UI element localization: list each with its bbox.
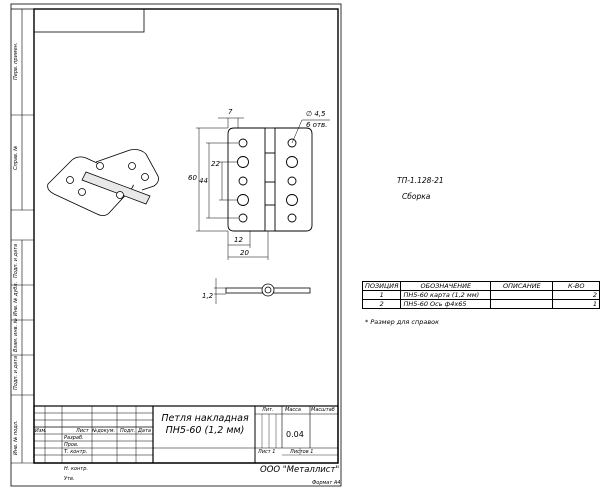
- rev-header-date: Дата: [138, 428, 151, 434]
- parts-table: ПОЗИЦИЯ ОБОЗНАЧЕНИЕ ОПИСАНИЕ К-ВО 1 ПН5-…: [361, 281, 600, 309]
- dim-12: 12: [234, 236, 243, 244]
- col-scale: Масштаб: [311, 407, 335, 413]
- row2-designation: ПН5-60 Ось ф4х65: [400, 299, 492, 309]
- role-developer: Разраб.: [64, 435, 84, 441]
- rev-header-sign: Подп.: [120, 428, 136, 434]
- rev-header-doc: №докум.: [92, 428, 116, 434]
- sheet-number: Лист 1: [258, 449, 276, 455]
- front-view-hinge: [227, 127, 313, 232]
- row1-qty: 2: [552, 290, 600, 300]
- dim-thickness: 1,2: [202, 292, 214, 300]
- dim-60: 60: [188, 174, 197, 182]
- title-line-1: Петля накладная: [161, 413, 249, 424]
- strip-label-ref-no: Справ. №: [13, 145, 19, 170]
- table-header-row: ПОЗИЦИЯ ОБОЗНАЧЕНИЕ ОПИСАНИЕ К-ВО: [361, 281, 600, 291]
- strip-label-first-use: Перв. примен.: [13, 42, 19, 80]
- strip-label-replace-inv: Взам. инв. №: [13, 318, 19, 352]
- isometric-hinge-view: [47, 149, 159, 216]
- strip-label-orig-inv: Инв. № подл.: [13, 420, 19, 456]
- role-approved: Утв.: [64, 476, 75, 482]
- sheets-total: Листов 1: [290, 449, 314, 455]
- table-row: 2 ПН5-60 Ось ф4х65 1: [361, 299, 600, 309]
- col-mass: Масса: [285, 407, 301, 413]
- header-position: ПОЗИЦИЯ: [361, 281, 402, 291]
- strip-label-dup-inv: Инв. № дубл.: [13, 281, 19, 316]
- row2-qty: 1: [552, 299, 600, 309]
- strip-label-sign-date-1: Подп. и дата: [13, 243, 19, 278]
- row1-pos: 1: [361, 290, 402, 300]
- role-tech-control: Т. контр.: [64, 449, 88, 455]
- row2-pos: 2: [361, 299, 402, 309]
- side-profile-view: [214, 278, 311, 304]
- dim-22: 22: [211, 160, 220, 168]
- reference-note: * Размер для справок: [365, 318, 440, 326]
- role-norm-control: Н. контр.: [64, 466, 88, 472]
- header-qty: К-ВО: [552, 281, 600, 291]
- dim-20: 20: [240, 249, 249, 257]
- dim-7: 7: [228, 108, 233, 116]
- mass-value: 0.04: [286, 430, 304, 439]
- company-name: ООО "Металлист": [260, 465, 340, 475]
- title-line-2: ПН5-60 (1,2 мм): [165, 425, 245, 436]
- row1-description: [490, 290, 554, 300]
- role-checker: Пров.: [64, 442, 79, 448]
- rev-header-sheet: Лист: [76, 428, 89, 434]
- table-row: 1 ПН5-60 карта (1,2 мм) 2: [361, 290, 600, 300]
- doc-code: ТП-1.128-21: [397, 176, 444, 185]
- header-designation: ОБОЗНАЧЕНИЕ: [400, 281, 492, 291]
- dim-hole-diameter: ∅ 4,5: [306, 110, 326, 118]
- dim-holes-count: 6 отв.: [306, 121, 328, 129]
- row2-description: [490, 299, 554, 309]
- doc-type: Сборка: [402, 192, 431, 201]
- header-description: ОПИСАНИЕ: [490, 281, 554, 291]
- col-lit: Лит.: [262, 407, 274, 413]
- rev-header-change: Изм.: [35, 428, 47, 434]
- sheet-format: Формат А4: [312, 480, 341, 486]
- row1-designation: ПН5-60 карта (1,2 мм): [400, 290, 492, 300]
- dim-44: 44: [199, 177, 208, 185]
- strip-label-sign-date-2: Подп. и дата: [13, 355, 19, 390]
